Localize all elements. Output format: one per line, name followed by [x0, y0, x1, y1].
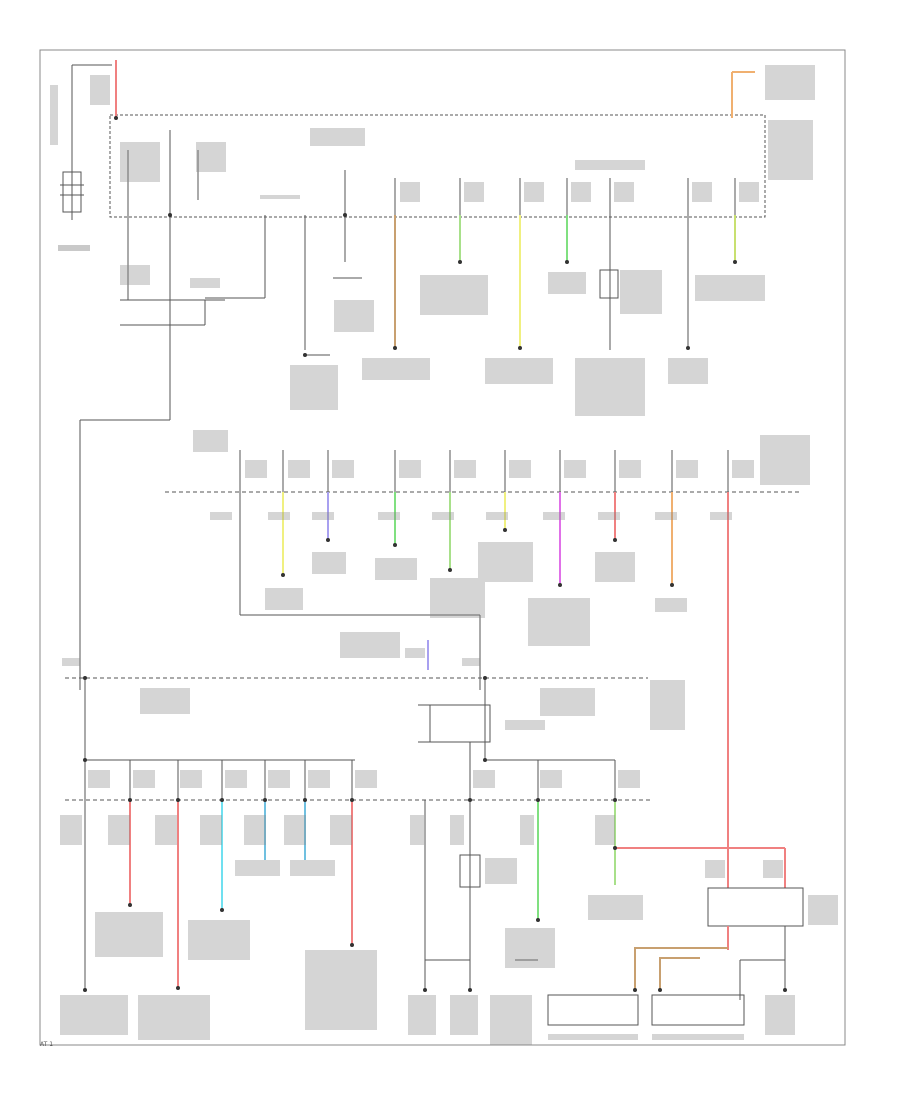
battery-labels	[50, 75, 110, 251]
page-label: AT 1	[40, 1041, 54, 1048]
battery-section	[60, 64, 112, 220]
lower-fuse-columns	[84, 760, 616, 990]
fuse-box-text-blocks	[120, 65, 815, 202]
fuse-box-component-labels	[120, 265, 765, 416]
fuse-box-fuses	[127, 130, 736, 215]
passenger-fuse-dots	[281, 528, 674, 587]
passenger-component-labels	[210, 512, 732, 646]
tan-wire-relay-2	[659, 957, 700, 990]
diagram-frame	[39, 49, 846, 1046]
fuse-box-junction-dots	[114, 116, 737, 357]
relay-outputs	[547, 926, 786, 1026]
ignition-switch-labels	[62, 632, 480, 666]
relay-box	[707, 887, 804, 927]
relay-box-labels	[705, 860, 838, 925]
passenger-fuse-columns	[239, 450, 729, 690]
lower-component-labels	[60, 680, 795, 1045]
engine-fuse-relay-box	[109, 114, 766, 218]
passenger-fuse-labels	[193, 430, 810, 485]
tan-wire-relay	[634, 947, 728, 990]
lower-junction-dots	[83, 676, 787, 992]
fuse-box-output-wires	[79, 215, 689, 690]
